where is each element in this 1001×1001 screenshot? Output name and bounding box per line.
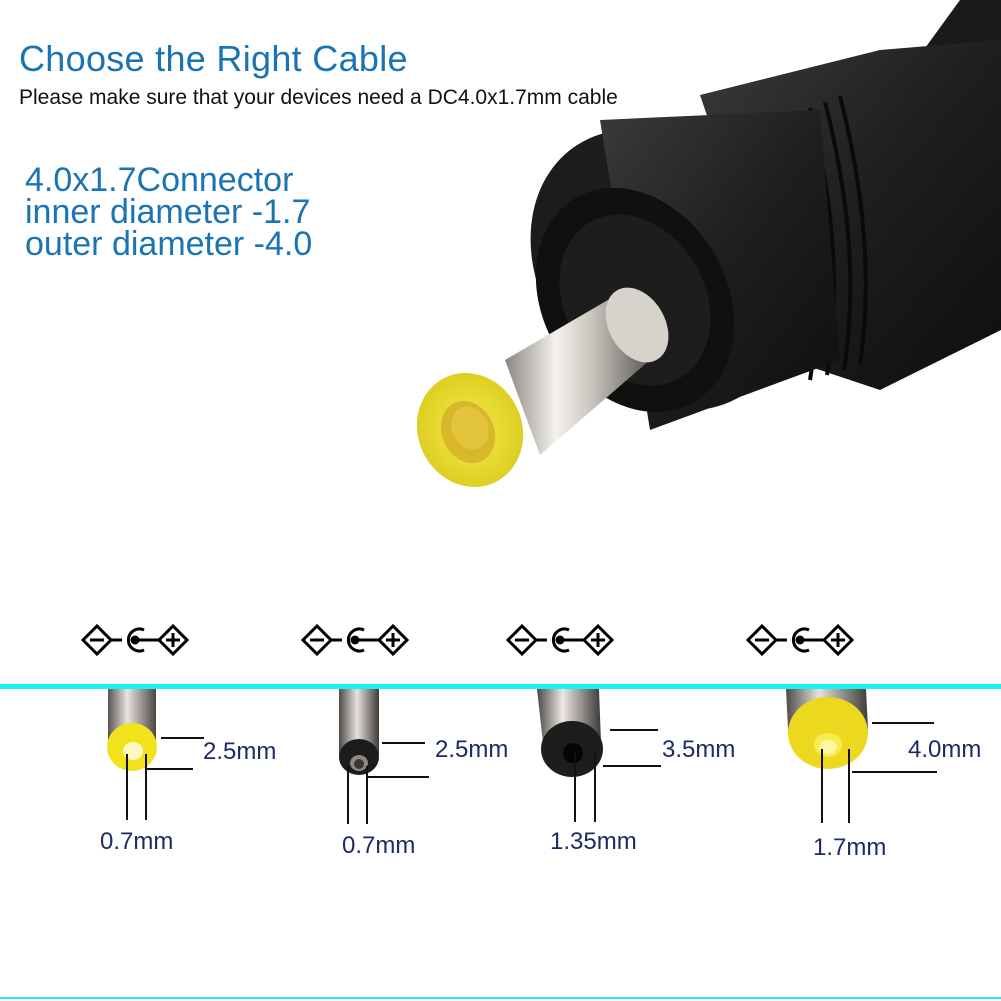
spec-connector: 4.0x1.7Connector xyxy=(25,161,294,199)
dimension-line xyxy=(161,737,204,739)
inner-diameter-label: 1.7mm xyxy=(813,834,887,861)
center-positive-polarity-icon xyxy=(505,623,615,657)
connector-2.5x0.7-black-image xyxy=(339,689,379,775)
connector-3.5x1.35-black-image xyxy=(537,689,603,777)
spec-inner-diameter: inner diameter -1.7 xyxy=(25,193,311,231)
outer-diameter-label: 2.5mm xyxy=(435,736,509,763)
inner-diameter-label: 0.7mm xyxy=(342,832,416,859)
dimension-line xyxy=(821,749,823,823)
dimension-line xyxy=(872,722,934,724)
outer-diameter-label: 3.5mm xyxy=(662,736,736,763)
dimension-line xyxy=(347,766,349,824)
spec-outer-diameter: outer diameter -4.0 xyxy=(25,225,313,263)
dimension-line xyxy=(382,742,425,744)
inner-diameter-label: 0.7mm xyxy=(100,828,174,855)
dimension-line xyxy=(594,752,596,822)
dimension-line xyxy=(610,729,658,731)
dimension-line xyxy=(848,749,850,823)
connector-4.0x1.7-yellow-image xyxy=(786,689,868,769)
dimension-line xyxy=(145,754,147,820)
connector-2.5x0.7-yellow-image xyxy=(107,689,157,771)
center-positive-polarity-icon xyxy=(80,623,190,657)
dimension-line xyxy=(126,754,128,820)
outer-diameter-label: 4.0mm xyxy=(908,736,982,763)
connector-spec: 4.0x1.7Connector inner diameter -1.7 out… xyxy=(25,161,313,263)
dimension-line xyxy=(603,765,661,767)
dimension-line xyxy=(852,771,937,773)
dimension-line xyxy=(366,766,368,824)
outer-diameter-label: 2.5mm xyxy=(203,738,277,765)
dc-plug-hero-image xyxy=(416,0,1001,487)
bottom-border xyxy=(0,997,1001,999)
center-positive-polarity-icon xyxy=(745,623,855,657)
section-divider xyxy=(0,684,1001,689)
page-title: Choose the Right Cable xyxy=(19,38,408,79)
inner-diameter-label: 1.35mm xyxy=(550,828,637,855)
dimension-line xyxy=(368,776,429,778)
dimension-line xyxy=(574,752,576,822)
center-positive-polarity-icon xyxy=(300,623,410,657)
dimension-line xyxy=(147,768,193,770)
page-subtitle: Please make sure that your devices need … xyxy=(19,86,618,109)
